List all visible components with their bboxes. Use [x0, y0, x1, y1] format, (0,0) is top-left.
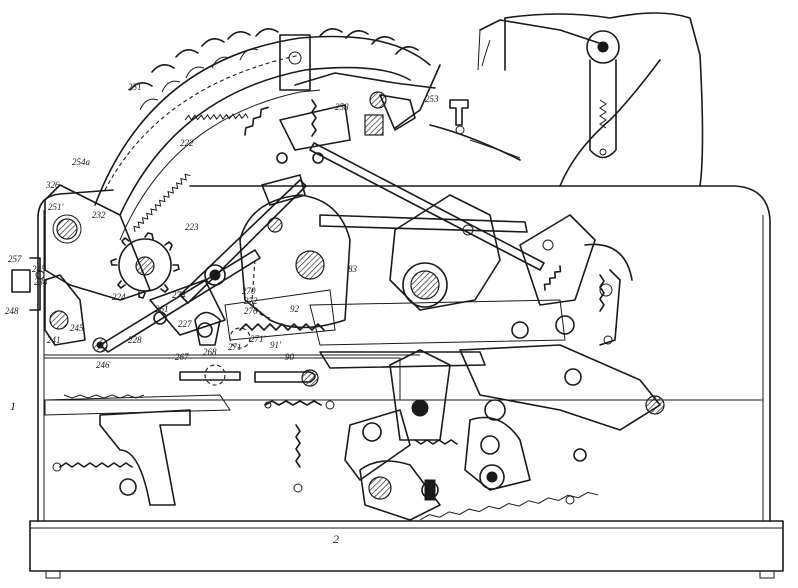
label-257: 257 [8, 254, 22, 264]
label-232: 232 [92, 210, 106, 220]
label-241: 241 [47, 335, 61, 345]
label-251: 251 [128, 82, 142, 92]
label-224: 224 [112, 292, 126, 302]
label-258: 258 [335, 102, 349, 112]
lower-slide-bars [44, 344, 665, 431]
label-271: 271 [228, 342, 242, 352]
label-90: 90 [285, 352, 295, 362]
label-227: 227 [178, 319, 192, 329]
label-274: 274 [172, 290, 186, 300]
label-91-prime: 91' [270, 340, 282, 350]
reference-labels: 251 254a 326 251' 232 222 223 224 257 24… [5, 82, 439, 546]
casing-outline [37, 185, 771, 522]
label-326: 326 [45, 180, 60, 190]
label-83: 83 [348, 264, 358, 274]
label-248: 248 [5, 306, 19, 316]
label-271-prime: 271' [250, 334, 267, 344]
upper-springs [244, 91, 521, 164]
base-plate [29, 520, 784, 579]
label-2: 2 [333, 532, 339, 546]
bottom-center-mechanism [264, 349, 599, 521]
left-arm-assembly [11, 179, 307, 353]
right-springs [543, 265, 621, 346]
label-234: 234 [34, 277, 48, 287]
label-270: 270 [242, 286, 256, 296]
label-246: 246 [96, 360, 110, 370]
cam-83 [239, 174, 351, 329]
label-272: 272 [244, 296, 258, 306]
label-276: 276 [244, 306, 258, 316]
label-245-lower: 245 [70, 323, 84, 333]
label-268: 268 [203, 347, 217, 357]
label-267: 267 [175, 352, 189, 362]
label-261: 261 [155, 304, 169, 314]
paper-roll-housing [477, 12, 704, 187]
left-center-parts [149, 264, 251, 349]
label-222: 222 [180, 138, 194, 148]
gear-223 [110, 232, 180, 299]
label-92: 92 [290, 304, 300, 314]
label-223: 223 [185, 222, 199, 232]
middle-linkage [309, 142, 633, 346]
printing-arc-sector [94, 28, 441, 241]
label-254a: 254a [72, 157, 91, 167]
label-228: 228 [128, 335, 142, 345]
label-253: 253 [425, 94, 439, 104]
bottom-left-foot [52, 409, 191, 506]
rack-92 [224, 289, 336, 341]
label-245-upper: 245 [32, 264, 46, 274]
label-1: 1 [10, 399, 16, 413]
label-251-prime: 251' [48, 202, 65, 212]
